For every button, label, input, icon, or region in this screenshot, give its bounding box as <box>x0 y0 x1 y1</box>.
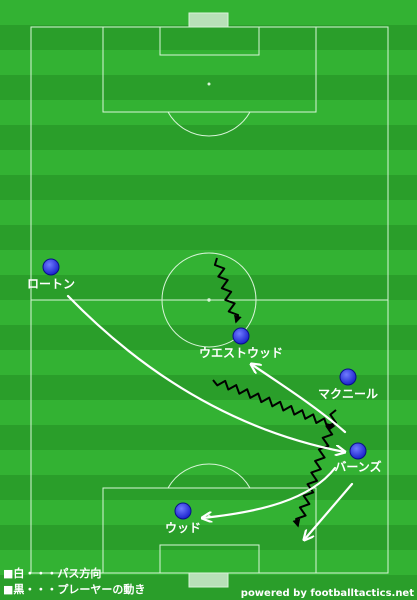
grass-stripe <box>0 250 417 275</box>
player-marker-wood[interactable] <box>174 502 192 520</box>
player-marker-barnes[interactable] <box>349 442 367 460</box>
player-label-barnes: バーンズ <box>334 459 381 474</box>
grass-stripe <box>0 275 417 300</box>
grass-stripe <box>0 425 417 450</box>
grass-stripe <box>0 125 417 150</box>
legend-movement: ■黒・・・プレーヤーの動き <box>3 582 145 596</box>
grass-stripe <box>0 450 417 475</box>
grass-stripe <box>0 525 417 550</box>
players: ロートン ウエストウッド マクニール バーンズ ウッド <box>27 258 382 535</box>
top-penalty-arc <box>167 111 251 137</box>
grass-stripe <box>0 150 417 175</box>
grass-stripe <box>0 550 417 575</box>
grass-stripe <box>0 50 417 75</box>
player-marker-lorton[interactable] <box>42 258 60 276</box>
bottom-goal <box>188 572 229 588</box>
grass-stripe <box>0 175 417 200</box>
center-circle <box>161 252 257 348</box>
center-spot <box>207 298 211 302</box>
player-label-wood: ウッド <box>165 521 201 535</box>
bottom-penalty-arc <box>167 463 251 489</box>
grass-stripe <box>0 75 417 100</box>
player-westwood[interactable]: ウエストウッド <box>199 327 283 360</box>
top-penalty-spot <box>207 82 211 86</box>
movement-arrow-westwood <box>213 257 242 324</box>
pass-arrows <box>66 294 354 540</box>
pitch-markings <box>30 12 389 588</box>
player-lorton[interactable]: ロートン <box>27 258 75 291</box>
player-marker-mcneil[interactable] <box>339 368 357 386</box>
top-goal <box>188 12 229 28</box>
player-mcneil[interactable]: マクニール <box>318 368 378 401</box>
grass-stripe <box>0 500 417 525</box>
grass-stripe <box>0 225 417 250</box>
player-label-westwood: ウエストウッド <box>199 346 283 360</box>
pass-arrow-barnes-to-westwood <box>251 364 347 434</box>
legend: ■白・・・パス方向 ■黒・・・プレーヤーの動き <box>3 566 145 596</box>
pass-arrow-barnes-to-bottom <box>304 482 354 540</box>
movement-arrow-barnes-diagonal <box>212 379 336 432</box>
grass-stripe <box>0 325 417 350</box>
grass-stripe <box>0 300 417 325</box>
pass-arrow-lorton-to-barnes <box>66 294 345 452</box>
player-barnes[interactable]: バーンズ <box>334 442 382 474</box>
player-label-lorton: ロートン <box>27 277 75 291</box>
player-label-mcneil: マクニール <box>318 387 378 401</box>
player-wood[interactable]: ウッド <box>165 502 201 535</box>
grass-stripe <box>0 25 417 50</box>
player-movement-arrows <box>212 257 337 528</box>
pass-arrow-barnes-to-wood <box>202 466 337 518</box>
credit-text: powered by footballtactics.net <box>241 588 414 599</box>
player-marker-westwood[interactable] <box>232 327 250 345</box>
movement-arrow-barnes-down <box>292 409 337 528</box>
grass-stripe <box>0 200 417 225</box>
legend-pass: ■白・・・パス方向 <box>3 566 101 580</box>
